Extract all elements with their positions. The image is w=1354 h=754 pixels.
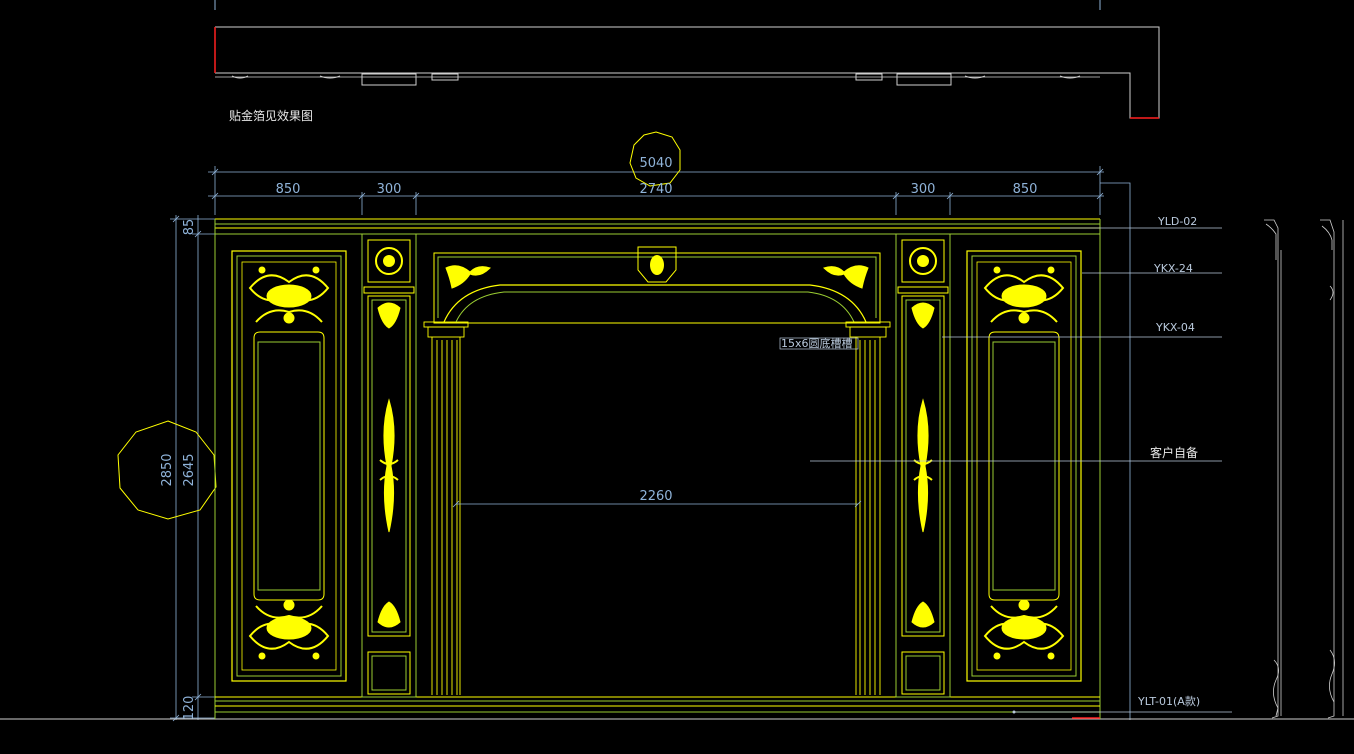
callout-ykx24: YKX-24	[1153, 262, 1193, 275]
left-panel-ornament-top	[248, 266, 330, 324]
right-panel-ornament-bottom	[983, 599, 1065, 660]
callout-client-supplied: 客户自备	[1150, 445, 1198, 460]
dim-left-bottom: 120	[182, 696, 197, 721]
left-wide-panel	[231, 250, 347, 682]
dim-left-inner: 2645	[182, 453, 197, 486]
left-panel-ornament-bottom	[248, 599, 330, 660]
left-rosette	[375, 247, 403, 275]
right-column	[845, 321, 891, 695]
dim-left-outer: 2850	[160, 453, 175, 486]
dim-opening-width: 2260	[639, 489, 672, 504]
left-pilaster-ornaments	[377, 302, 401, 628]
right-wide-panel	[966, 250, 1082, 682]
right-rosette	[909, 247, 937, 275]
arch-corner-ornaments	[445, 265, 869, 289]
central-arch	[433, 246, 881, 324]
dim-top-2: 300	[377, 182, 402, 197]
dim-total-width: 5040	[639, 156, 672, 171]
dimension-lines-left	[170, 215, 215, 722]
dim-top-4: 300	[911, 182, 936, 197]
dim-left-top: 85	[182, 219, 197, 236]
right-narrow-pilaster	[895, 233, 951, 698]
left-narrow-pilaster	[361, 233, 417, 698]
left-column	[423, 321, 469, 695]
callout-leaders	[779, 227, 1232, 713]
dimension-lines-top	[208, 166, 1131, 720]
opening-dimension-line	[452, 500, 862, 508]
callout-ylt01: YLT-01(A款)	[1137, 694, 1200, 708]
leader-dot	[1012, 710, 1016, 714]
right-pilaster-ornaments	[911, 302, 935, 628]
dim-top-3: 2740	[639, 182, 672, 197]
revision-cloud-top	[629, 131, 681, 187]
wall-frame	[0, 218, 1354, 720]
side-profile-sections	[1264, 219, 1344, 719]
callout-ykx04: YKX-04	[1155, 321, 1195, 334]
callout-yld02: YLD-02	[1157, 215, 1197, 228]
ceiling-section	[214, 0, 1160, 119]
right-panel-ornament-top	[983, 266, 1065, 324]
revision-cloud-left	[117, 420, 217, 520]
dim-top-1: 850	[276, 182, 301, 197]
drawing-title: 贴金箔见效果图	[229, 108, 313, 123]
callout-slot: 15x6圆底槽槽	[781, 336, 853, 350]
dim-top-5: 850	[1013, 182, 1038, 197]
